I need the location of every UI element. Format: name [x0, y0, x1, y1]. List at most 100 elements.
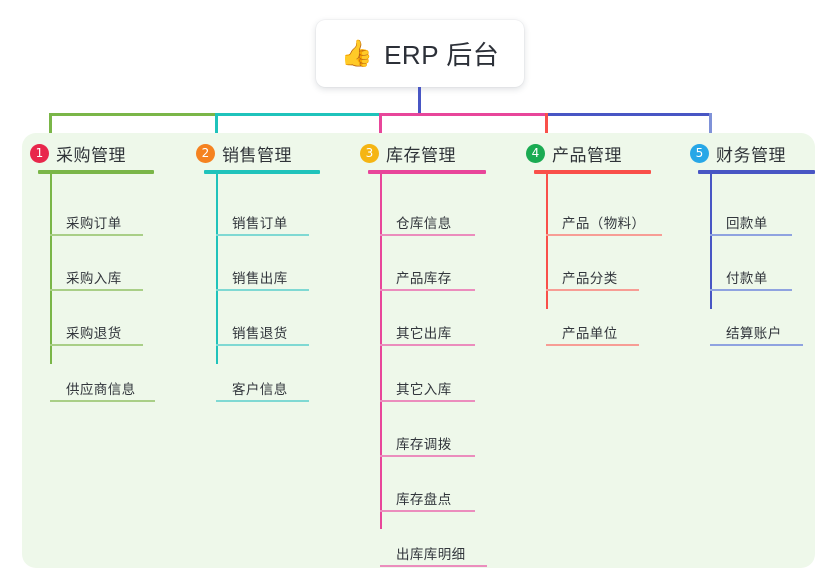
- leaf-item-label: 销售出库: [232, 271, 288, 287]
- branch-trunk-line: [710, 174, 712, 309]
- leaf-item-rule: [380, 454, 475, 457]
- branch-trunk-line: [216, 174, 218, 364]
- leaf-item[interactable]: 付款单: [710, 265, 792, 292]
- drop-connector-3: [379, 113, 382, 143]
- branch-header-rule: [534, 170, 651, 174]
- drop-connector-1: [49, 113, 52, 143]
- branches-panel: 1 采购管理采购订单采购入库采购退货供应商信息 2 销售管理销售订单销售出库销售退货客…: [22, 133, 815, 568]
- drop-connector-2: [215, 113, 218, 143]
- leaf-item-rule: [380, 565, 487, 568]
- leaf-item[interactable]: 销售退货: [216, 320, 309, 347]
- leaf-item-label: 库存盘点: [396, 492, 452, 507]
- branch-header-1[interactable]: 1 采购管理: [30, 141, 126, 166]
- root-node-erp-backend[interactable]: 👍 ERP 后台: [316, 20, 524, 87]
- branch-header-4[interactable]: 4 产品管理: [526, 141, 622, 166]
- leaf-item[interactable]: 采购订单: [50, 210, 143, 236]
- leaf-item-rule: [216, 399, 309, 402]
- branch-header-2[interactable]: 2 销售管理: [196, 141, 292, 166]
- branch-title: 产品管理: [552, 146, 622, 165]
- thumbs-up-icon: 👍: [340, 38, 374, 69]
- leaf-item-label: 出库库明细: [396, 547, 466, 563]
- leaf-item-label: 采购退货: [66, 326, 122, 342]
- branch-header-5[interactable]: 5 财务管理: [690, 141, 786, 166]
- leaf-item-rule: [50, 234, 143, 236]
- leaf-item[interactable]: 其它入库: [380, 376, 475, 402]
- leaf-item[interactable]: 回款单: [710, 210, 792, 236]
- leaf-item-rule: [50, 344, 143, 347]
- branch-title: 财务管理: [716, 146, 786, 165]
- leaf-item-label: 客户信息: [232, 381, 288, 397]
- leaf-item-rule: [546, 344, 639, 347]
- bus-segment-1: [49, 113, 218, 116]
- leaf-item[interactable]: 销售订单: [216, 210, 309, 236]
- leaf-item-rule: [216, 234, 309, 236]
- leaf-item[interactable]: 仓库信息: [380, 210, 475, 236]
- leaf-item-rule: [216, 289, 309, 292]
- leaf-item-label: 产品（物料）: [562, 216, 646, 231]
- leaf-item[interactable]: 产品分类: [546, 265, 639, 292]
- leaf-item-label: 回款单: [726, 216, 768, 231]
- leaf-item[interactable]: 销售出库: [216, 265, 309, 292]
- branch-number-badge: 1: [30, 144, 49, 163]
- leaf-item[interactable]: 库存调拨: [380, 431, 475, 457]
- leaf-item[interactable]: 产品（物料）: [546, 210, 662, 236]
- branch-number-badge: 3: [360, 144, 379, 163]
- leaf-item[interactable]: 出库库明细: [380, 541, 487, 568]
- leaf-item-label: 产品单位: [562, 326, 618, 342]
- leaf-item-label: 结算账户: [726, 326, 782, 342]
- branch-trunk-line: [380, 174, 382, 529]
- leaf-item-label: 库存调拨: [396, 436, 452, 452]
- leaf-item-rule: [216, 344, 309, 347]
- branch-header-3[interactable]: 3 库存管理: [360, 141, 456, 166]
- leaf-item-label: 销售订单: [232, 216, 288, 231]
- branch-header-rule: [698, 170, 815, 174]
- leaf-item-label: 产品库存: [396, 271, 452, 287]
- leaf-item-rule: [710, 234, 792, 236]
- leaf-item-label: 付款单: [726, 271, 768, 287]
- branch-number-badge: 2: [196, 144, 215, 163]
- leaf-item[interactable]: 其它出库: [380, 320, 475, 347]
- branch-header-rule: [38, 170, 154, 174]
- branch-title: 采购管理: [56, 146, 126, 165]
- leaf-item-rule: [710, 344, 803, 347]
- leaf-item-rule: [50, 399, 155, 402]
- branch-number-badge: 5: [690, 144, 709, 163]
- branch-trunk-line: [50, 174, 52, 364]
- leaf-item[interactable]: 采购退货: [50, 320, 143, 347]
- leaf-item-rule: [710, 289, 792, 292]
- branch-title: 库存管理: [386, 146, 456, 165]
- page-title: ERP 后台: [384, 40, 500, 70]
- leaf-item-rule: [546, 234, 662, 236]
- branch-number-badge: 4: [526, 144, 545, 163]
- leaf-item-label: 采购订单: [66, 216, 122, 231]
- bus-segment-3: [379, 113, 548, 116]
- leaf-item-rule: [50, 289, 143, 292]
- leaf-item-rule: [380, 234, 475, 236]
- leaf-item[interactable]: 结算账户: [710, 320, 803, 347]
- leaf-item-rule: [380, 344, 475, 347]
- branch-header-rule: [204, 170, 320, 174]
- leaf-item[interactable]: 客户信息: [216, 376, 309, 402]
- leaf-item-rule: [380, 399, 475, 402]
- drop-connector-5: [709, 113, 712, 143]
- drop-connector-4: [545, 113, 548, 143]
- leaf-item-label: 销售退货: [232, 326, 288, 342]
- leaf-item[interactable]: 产品库存: [380, 265, 475, 292]
- branch-header-rule: [368, 170, 486, 174]
- bus-segment-4: [545, 113, 712, 116]
- branch-title: 销售管理: [222, 146, 292, 165]
- leaf-item-label: 仓库信息: [396, 216, 452, 231]
- leaf-item-label: 其它出库: [396, 326, 452, 342]
- leaf-item[interactable]: 库存盘点: [380, 486, 475, 512]
- leaf-item-label: 供应商信息: [66, 381, 136, 397]
- leaf-item-rule: [546, 289, 639, 292]
- leaf-item-rule: [380, 510, 475, 512]
- bus-segment-2: [215, 113, 382, 116]
- leaf-item[interactable]: 采购入库: [50, 265, 143, 292]
- leaf-item[interactable]: 产品单位: [546, 320, 639, 347]
- leaf-item-label: 其它入库: [396, 381, 452, 397]
- leaf-item-rule: [380, 289, 475, 292]
- leaf-item[interactable]: 供应商信息: [50, 376, 155, 402]
- root-stem-connector: [418, 87, 421, 113]
